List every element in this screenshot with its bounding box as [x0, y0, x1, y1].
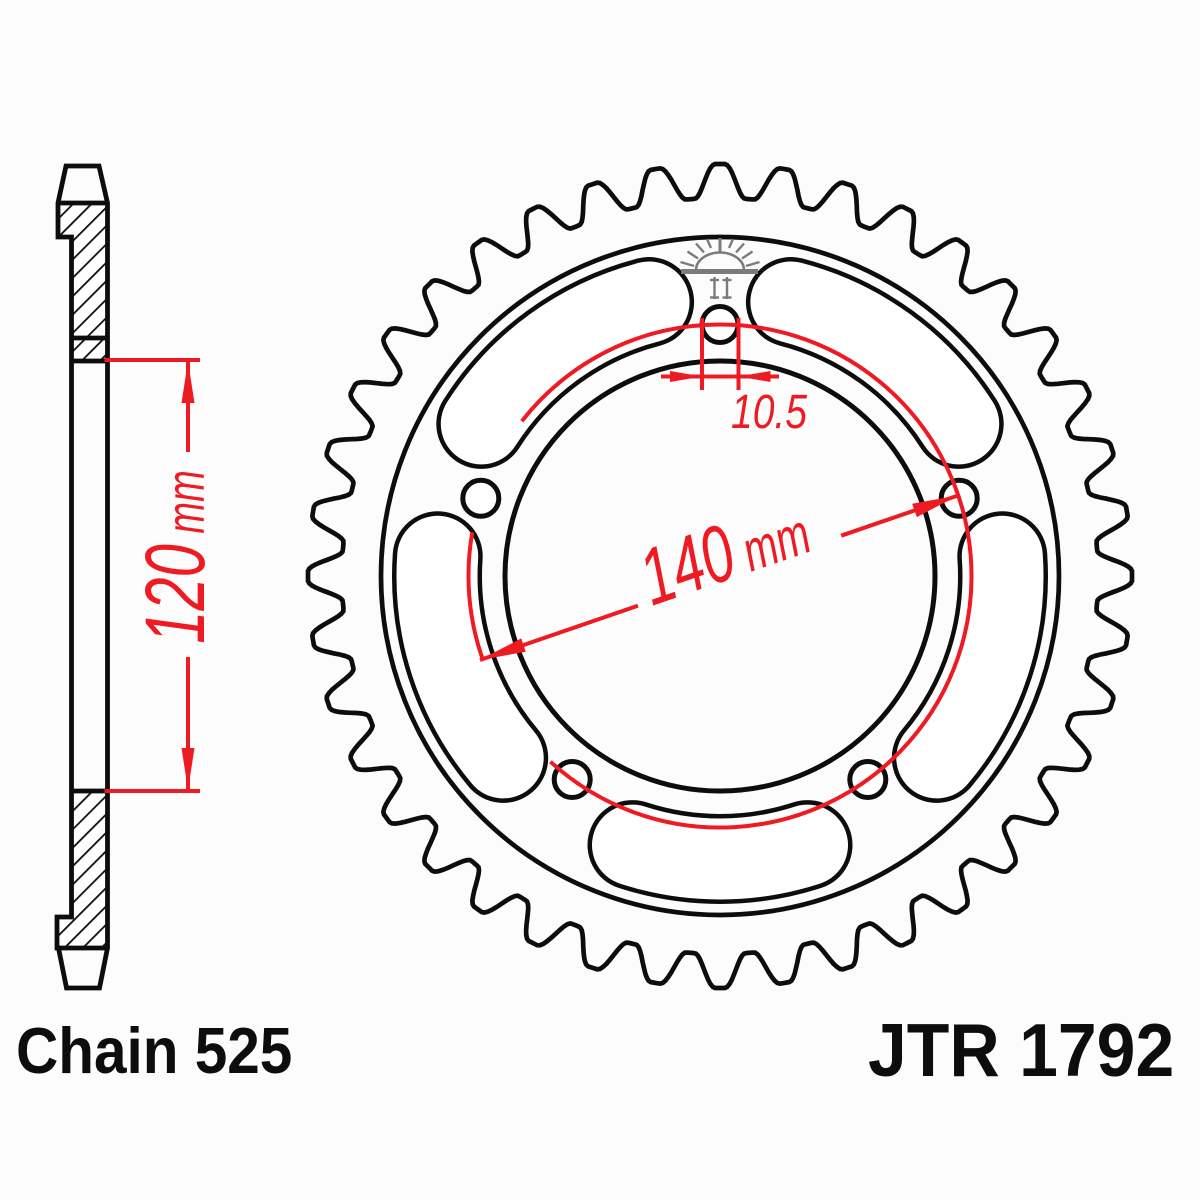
svg-text:10.5: 10.5: [731, 385, 808, 439]
svg-text:Chain 525: Chain 525: [16, 1015, 292, 1088]
svg-text:JTR 1792: JTR 1792: [868, 1009, 1174, 1093]
